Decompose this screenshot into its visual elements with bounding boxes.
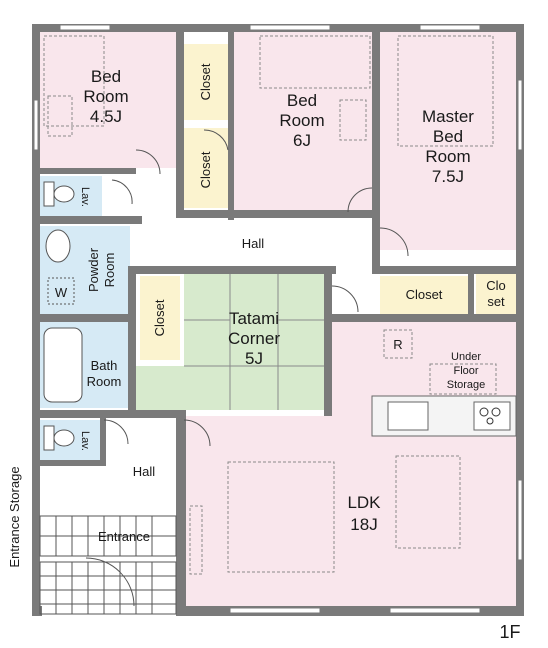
underfloor-label-l2: Floor bbox=[453, 365, 478, 377]
kitchen-counter bbox=[371, 395, 517, 437]
tatami-area bbox=[184, 274, 324, 410]
powder-room-label-l1: Powder bbox=[86, 247, 101, 292]
closet-2-area bbox=[184, 128, 228, 208]
bed-room-2-area bbox=[232, 32, 372, 210]
tatami-label-l3: 5J bbox=[245, 349, 263, 368]
hall-upper-label: Hall bbox=[242, 236, 265, 251]
walls bbox=[32, 24, 524, 616]
bed-room-1-label-l3: 4.5J bbox=[90, 107, 122, 126]
bed-room-2-label-l2: Room bbox=[279, 111, 324, 130]
fridge-label: R bbox=[393, 337, 402, 352]
toilet-upper-icon bbox=[43, 181, 75, 207]
sofa-icon bbox=[227, 461, 335, 573]
tatami-extension bbox=[136, 366, 184, 410]
sink-icon bbox=[387, 401, 429, 431]
closet-2-label: Closet bbox=[198, 151, 213, 188]
stove-icon bbox=[473, 401, 511, 431]
windows bbox=[33, 24, 523, 614]
lav-upper-label: Lav. bbox=[79, 187, 91, 207]
closet-5-label-l1: Clo bbox=[486, 278, 506, 293]
washer-label: W bbox=[55, 285, 68, 300]
bed-room-2-label-l1: Bed bbox=[287, 91, 317, 110]
closet-1-area bbox=[184, 44, 228, 120]
underfloor-label-l3: Storage bbox=[447, 379, 486, 391]
master-label-l3: Room bbox=[425, 147, 470, 166]
closet-1-label: Closet bbox=[198, 63, 213, 100]
powder-room-label-l2: Room bbox=[102, 253, 117, 288]
toilet-lower-icon bbox=[43, 425, 75, 451]
underfloor-storage-icon bbox=[429, 363, 497, 395]
closet-3-area bbox=[380, 276, 468, 314]
washer-icon bbox=[47, 277, 75, 305]
closet-4-area bbox=[140, 276, 180, 360]
bed-room-2-label-l3: 6J bbox=[293, 131, 311, 150]
tatami-label-l2: Corner bbox=[228, 329, 280, 348]
fridge-icon bbox=[383, 329, 413, 359]
bath-room-label-l1: Bath bbox=[91, 358, 118, 373]
master-label-l2: Bed bbox=[433, 127, 463, 146]
door-swings bbox=[85, 129, 409, 607]
master-label-l1: Master bbox=[422, 107, 474, 126]
ldk-area bbox=[184, 416, 516, 606]
furniture bbox=[43, 35, 497, 575]
tatami-label-l1: Tatami bbox=[229, 309, 279, 328]
closet-5-label-l2: set bbox=[487, 294, 505, 309]
hall-lower-label: Hall bbox=[133, 464, 156, 479]
desk-2-icon bbox=[339, 99, 367, 141]
lav-lower-label: Lav. bbox=[79, 431, 91, 451]
tv-stand-icon bbox=[189, 505, 203, 575]
ldk-label-l2: 18J bbox=[350, 515, 377, 534]
ldk-label-l1: LDK bbox=[347, 493, 381, 512]
bed-1-icon bbox=[43, 35, 105, 127]
closet-3-label: Closet bbox=[406, 287, 443, 302]
closet-5-area bbox=[476, 272, 516, 314]
entrance-label: Entrance bbox=[98, 529, 150, 544]
floor-label: 1F bbox=[499, 622, 520, 642]
entrance-storage-label: Entrance Storage bbox=[7, 466, 22, 567]
master-label-l4: 7.5J bbox=[432, 167, 464, 186]
master-bed-icon bbox=[397, 35, 494, 147]
tatami-mat-lines bbox=[184, 274, 324, 410]
bed-room-1-label-l1: Bed bbox=[91, 67, 121, 86]
bed-room-1-area bbox=[40, 32, 176, 168]
desk-1-icon bbox=[47, 95, 73, 137]
washbasin-icon bbox=[45, 229, 71, 263]
bed-room-1-label-l2: Room bbox=[83, 87, 128, 106]
bath-room-label-l2: Room bbox=[87, 374, 122, 389]
dining-table-icon bbox=[395, 455, 461, 549]
underfloor-label-l1: Under bbox=[451, 351, 481, 363]
bathtub-icon bbox=[43, 327, 83, 403]
bed-2-icon bbox=[259, 35, 371, 89]
closet-4-label: Closet bbox=[152, 299, 167, 336]
entrance-tiles bbox=[39, 515, 177, 615]
